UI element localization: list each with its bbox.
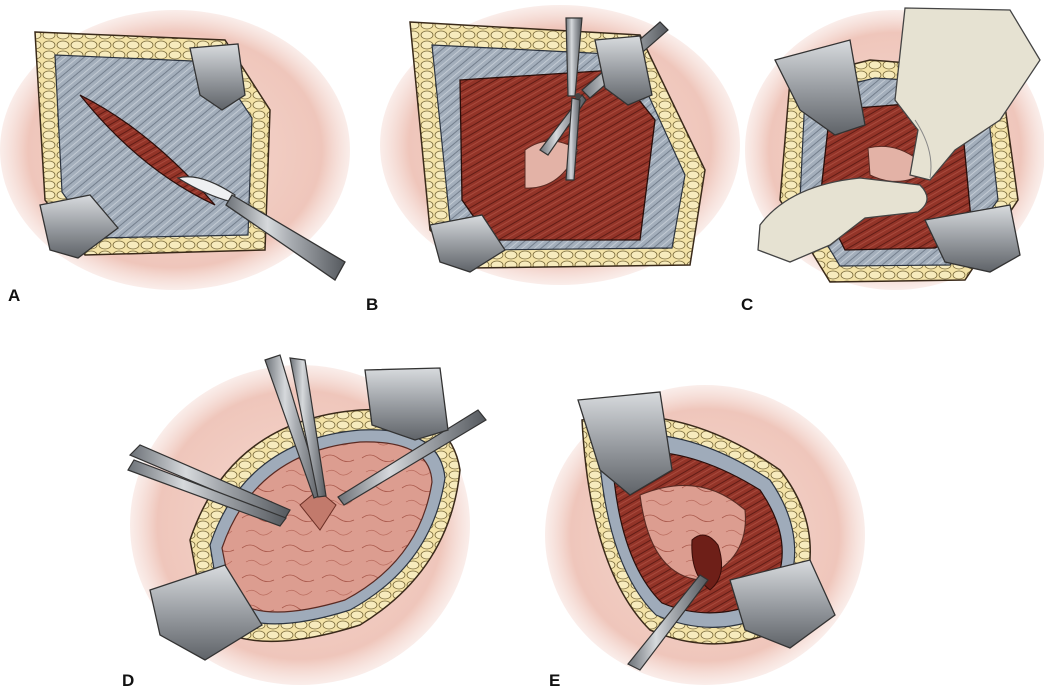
retractor-icon	[149, 564, 263, 661]
retractor-icon	[39, 194, 119, 259]
retractor-icon	[924, 204, 1021, 273]
retractor-icon	[429, 214, 506, 273]
retractor-icon	[577, 391, 673, 496]
panel-c-illustration	[745, 7, 1044, 290]
forceps-icon	[264, 354, 327, 499]
retractor-icon	[594, 35, 653, 106]
panel-label-b: B	[366, 295, 379, 314]
retractor-icon	[364, 367, 449, 441]
panel-label-a: A	[8, 286, 21, 305]
panel-b-illustration	[380, 5, 740, 285]
panel-label-e: E	[549, 671, 561, 690]
panel-e-illustration	[545, 385, 865, 685]
panel-a-illustration	[0, 10, 350, 290]
panel-d-illustration	[127, 354, 487, 685]
panel-label-d: D	[122, 671, 135, 690]
retractor-icon	[729, 559, 836, 649]
gloved-finger-icon	[894, 7, 1041, 181]
panel-label-c: C	[741, 295, 754, 314]
gloved-finger-icon	[757, 177, 928, 263]
retractor-icon	[774, 39, 866, 136]
forceps-icon	[127, 444, 291, 527]
retractor-icon	[189, 43, 246, 111]
scalpel-icon	[627, 574, 709, 671]
forceps-icon	[337, 409, 487, 506]
scalpel-icon	[176, 176, 346, 281]
